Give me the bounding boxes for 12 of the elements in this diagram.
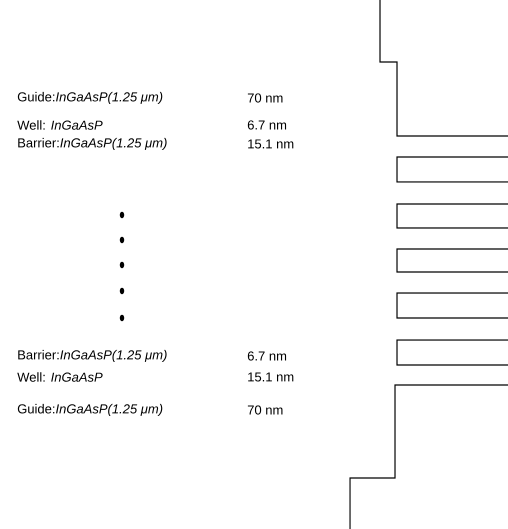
layer-label: Barrier:InGaAsP(1.25 μm) xyxy=(18,350,167,362)
thickness-label: 6.7 nm xyxy=(248,351,286,361)
thickness-label: 6.7 nm xyxy=(248,120,286,130)
layer-label: Well: InGaAsP xyxy=(17,372,103,382)
layer-label: Guide:InGaAsP(1.25 μm) xyxy=(18,404,162,416)
layer-label: Well: InGaAsP xyxy=(17,120,103,130)
thickness-label: 15.1 nm xyxy=(248,139,294,149)
thickness-label: 70 nm xyxy=(248,405,282,415)
layer-label: Barrier:InGaAsP(1.25 μm) xyxy=(18,138,167,150)
thickness-label: 15.1 nm xyxy=(248,372,294,382)
thickness-label: 70 nm xyxy=(248,93,282,103)
layer-label: Guide:InGaAsP(1.25 μm) xyxy=(18,92,162,104)
